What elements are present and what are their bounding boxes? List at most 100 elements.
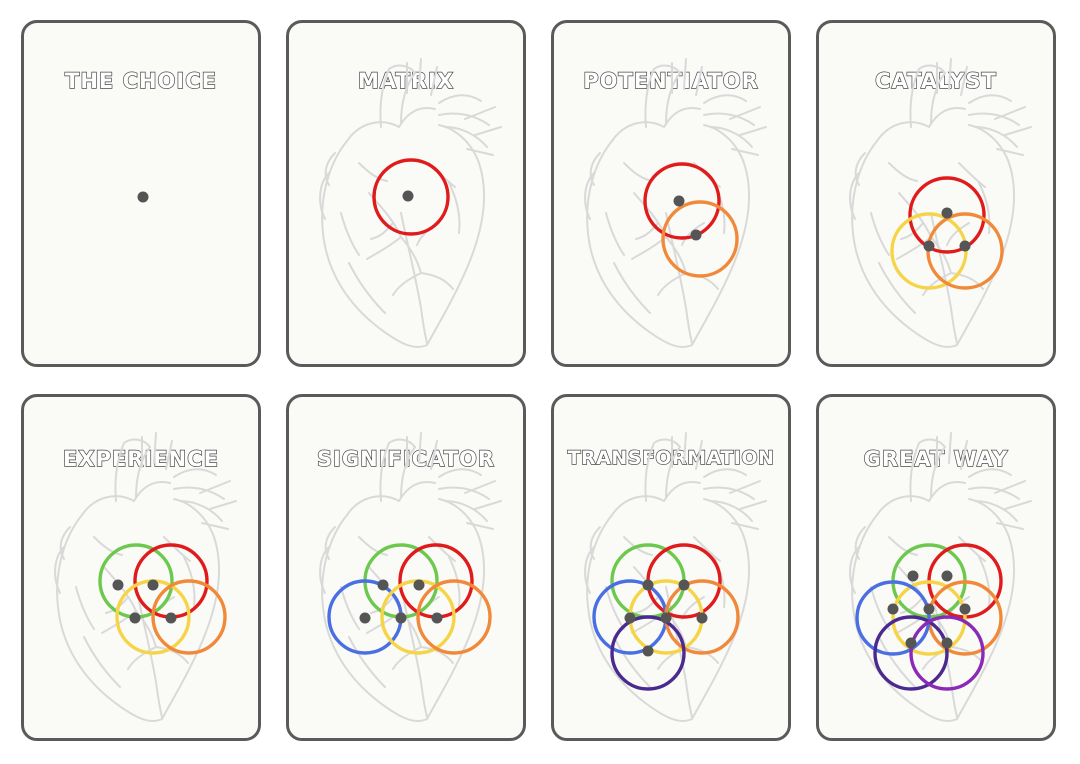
node-dot bbox=[941, 637, 953, 649]
node-dot bbox=[941, 570, 953, 582]
node-dot bbox=[624, 612, 636, 624]
node-dot bbox=[887, 603, 899, 615]
node-dot bbox=[112, 579, 124, 591]
node-dot bbox=[907, 570, 919, 582]
heart-line bbox=[400, 586, 428, 718]
orange-ring bbox=[661, 200, 739, 278]
heart-line bbox=[729, 106, 767, 156]
orange-ring bbox=[151, 579, 227, 655]
heart-line bbox=[586, 498, 751, 722]
heart-illustration bbox=[849, 432, 1032, 722]
card-title: THE CHOICE bbox=[64, 68, 217, 93]
card-art bbox=[319, 58, 502, 348]
node-dot bbox=[678, 579, 690, 591]
heart-line bbox=[54, 526, 71, 594]
node-dot bbox=[431, 612, 443, 624]
heart-line bbox=[605, 536, 726, 688]
heart-line bbox=[644, 64, 681, 128]
heart-line bbox=[729, 480, 767, 530]
heart-line bbox=[464, 480, 502, 530]
node-dot bbox=[959, 240, 971, 252]
heart-line bbox=[896, 566, 984, 670]
heart-line bbox=[321, 498, 486, 722]
heart-line bbox=[665, 586, 693, 718]
heart-line bbox=[909, 64, 946, 128]
card-art bbox=[584, 58, 767, 348]
heart-line bbox=[665, 212, 693, 344]
heart-line bbox=[464, 106, 502, 156]
node-dot bbox=[377, 579, 389, 591]
heart-illustration bbox=[584, 58, 767, 348]
card-catalyst: CATALYST bbox=[816, 20, 1056, 367]
heart-line bbox=[584, 152, 601, 220]
heart-line bbox=[876, 107, 966, 142]
heart-line bbox=[346, 481, 436, 516]
node-dot bbox=[941, 207, 953, 219]
node-dot bbox=[696, 612, 708, 624]
node-dot bbox=[673, 195, 685, 207]
heart-line bbox=[406, 58, 490, 148]
heart-line bbox=[644, 438, 681, 502]
heart-line bbox=[994, 480, 1032, 530]
card-art bbox=[584, 432, 767, 722]
heart-line bbox=[199, 480, 237, 530]
heart-line bbox=[870, 162, 991, 314]
node-dot bbox=[137, 191, 149, 203]
heart-line bbox=[671, 432, 755, 522]
card-art bbox=[319, 432, 502, 722]
card-transformation: TRANSFORMATION bbox=[551, 394, 791, 741]
card-art bbox=[54, 432, 237, 722]
heart-line bbox=[586, 124, 751, 348]
node-dot bbox=[905, 637, 917, 649]
heart-line bbox=[631, 192, 719, 296]
node-dot bbox=[147, 579, 159, 591]
card-the-choice: THE CHOICE bbox=[21, 20, 261, 367]
orange-ring bbox=[416, 579, 492, 655]
red-ring bbox=[372, 158, 450, 236]
heart-line bbox=[994, 106, 1032, 156]
heart-line bbox=[876, 481, 966, 516]
node-dot bbox=[660, 612, 672, 624]
card-art bbox=[849, 58, 1032, 348]
heart-line bbox=[340, 162, 461, 314]
heart-line bbox=[870, 536, 991, 688]
purple-ring bbox=[873, 615, 949, 691]
node-dot bbox=[642, 579, 654, 591]
heart-line bbox=[366, 192, 454, 296]
node-dot bbox=[642, 645, 654, 657]
heart-line bbox=[584, 526, 601, 594]
node-dot bbox=[129, 612, 141, 624]
heart-line bbox=[605, 162, 726, 314]
heart-line bbox=[141, 432, 225, 522]
card-potentiator: POTENTIATOR bbox=[551, 20, 791, 367]
node-dot bbox=[402, 190, 414, 202]
heart-illustration bbox=[319, 432, 502, 722]
heart-line bbox=[849, 526, 866, 594]
yellow-ring bbox=[891, 580, 967, 656]
node-dot bbox=[959, 603, 971, 615]
heart-line bbox=[849, 152, 866, 220]
node-dot bbox=[413, 579, 425, 591]
heart-line bbox=[346, 107, 436, 142]
card-great-way: GREAT WAY bbox=[816, 394, 1056, 741]
heart-line bbox=[379, 438, 416, 502]
heart-illustration bbox=[54, 432, 237, 722]
red-ring bbox=[643, 162, 721, 240]
purple-ring bbox=[610, 615, 686, 691]
heart-line bbox=[930, 212, 958, 344]
node-dot bbox=[690, 229, 702, 241]
heart-line bbox=[319, 526, 336, 594]
heart-line bbox=[135, 586, 163, 718]
violet-ring bbox=[909, 615, 985, 691]
node-dot bbox=[165, 612, 177, 624]
heart-line bbox=[406, 432, 490, 522]
node-dot bbox=[359, 612, 371, 624]
heart-line bbox=[851, 498, 1016, 722]
card-title: TRANSFORMATION bbox=[567, 446, 775, 469]
heart-line bbox=[851, 124, 1016, 348]
heart-line bbox=[936, 432, 1020, 522]
heart-line bbox=[400, 212, 428, 344]
heart-line bbox=[114, 438, 151, 502]
heart-line bbox=[936, 58, 1020, 148]
